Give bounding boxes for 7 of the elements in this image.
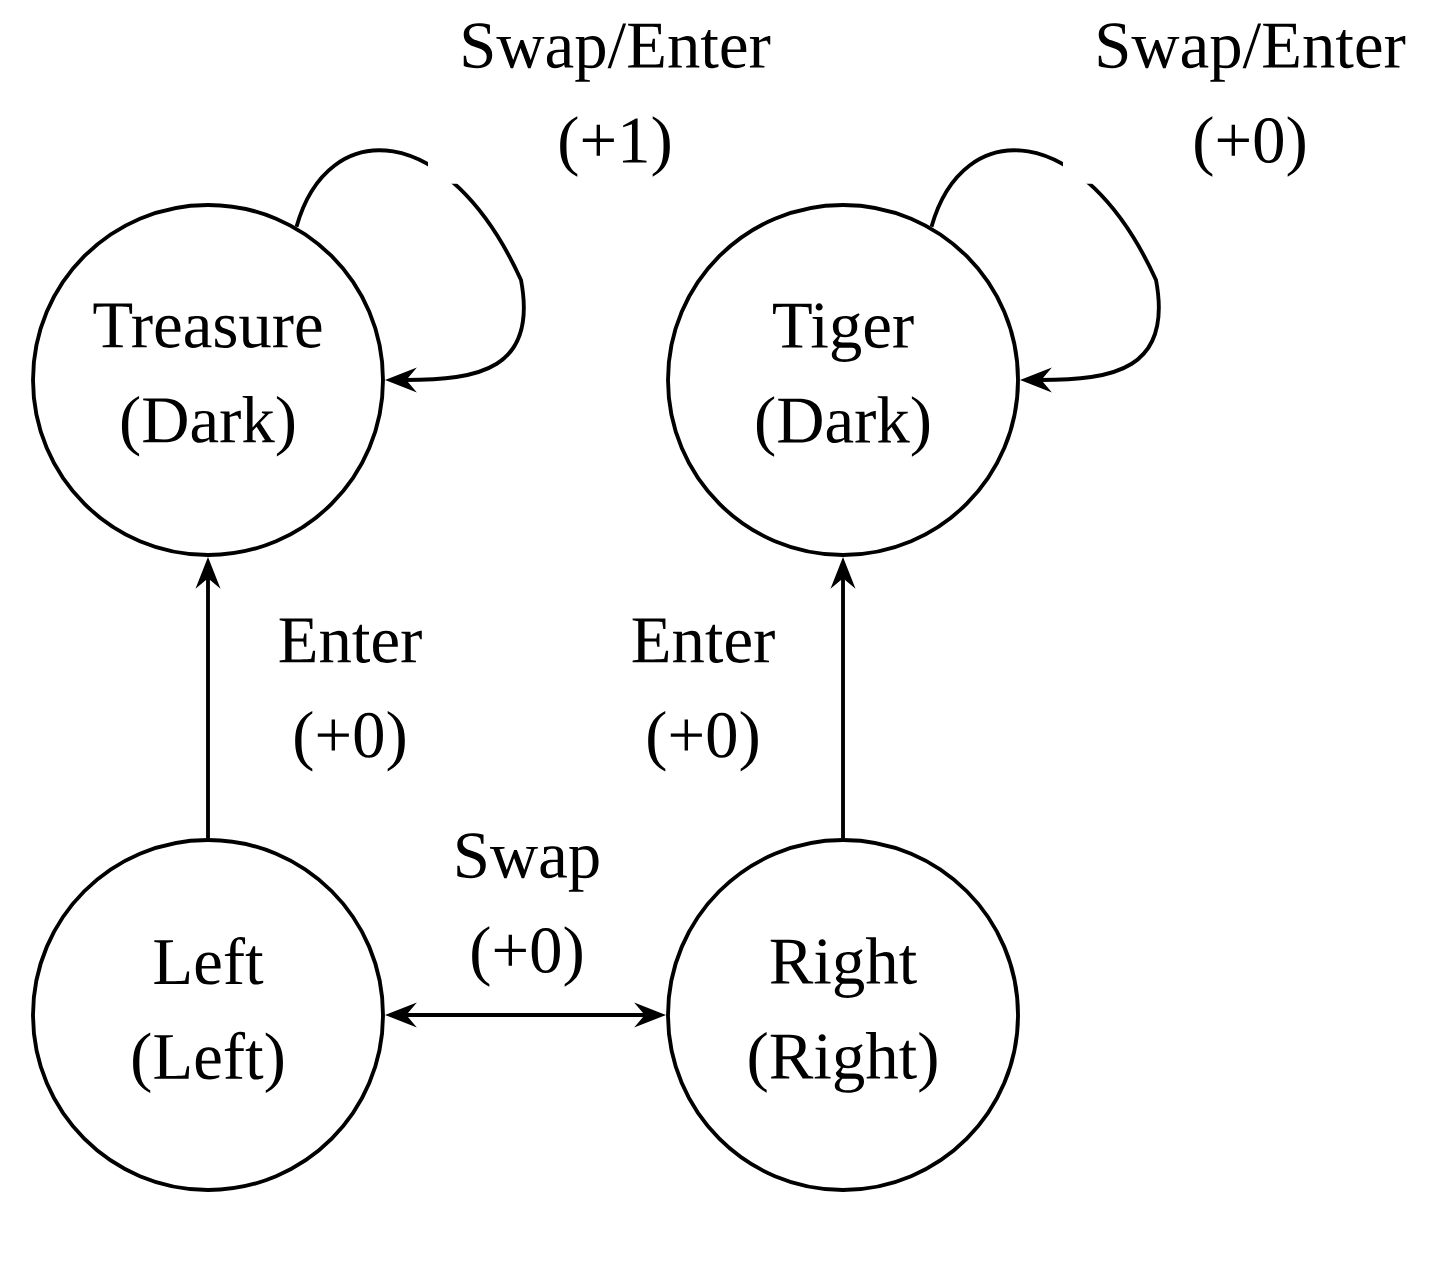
edge-label: Swap (+0) [419,826,635,994]
edge-label: Swap/Enter (+0) [1063,16,1432,184]
edge-label: Swap/Enter (+1) [428,16,803,184]
arrow [294,148,526,393]
edge-label: Enter (+0) [596,611,811,779]
arrow [929,148,1161,393]
edge-label: Enter (+0) [243,611,458,779]
